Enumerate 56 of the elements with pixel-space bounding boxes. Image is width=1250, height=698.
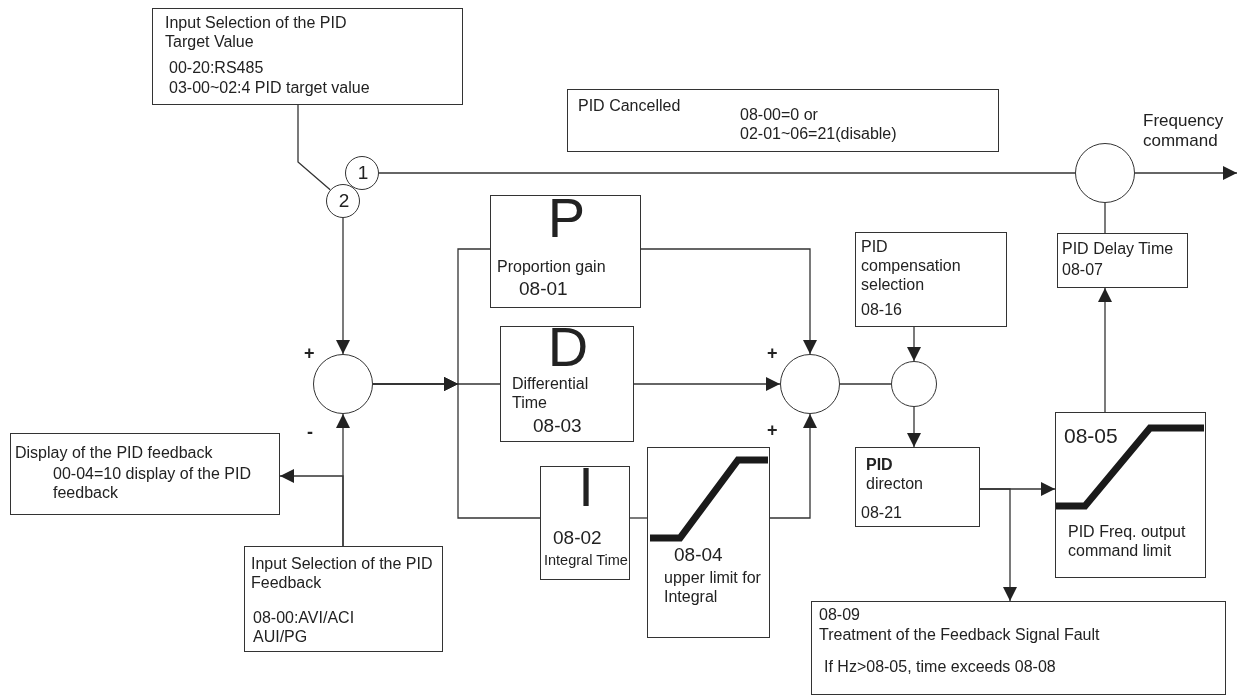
block-box [811,601,1226,695]
box-text: 08-07 [1062,261,1103,280]
sign-label: + [304,343,315,364]
box-text: Differential Time [512,375,590,413]
block-box [855,447,980,527]
term-letter: I [577,459,595,515]
block-box [10,433,280,515]
block-box [567,89,999,152]
box-text: PID compensation selection [861,238,962,295]
box-text: PID Freq. output command limit [1068,523,1187,561]
box-text: Integral Time [544,552,628,570]
box-text: Display of the PID feedback [15,444,213,463]
box-text: Treatment of the Feedback Signal Fault [819,626,1100,645]
summing-junction [891,361,937,407]
block-box [855,232,1007,327]
block-box [540,466,630,580]
box-text: 08-21 [861,504,902,523]
box-text: 08-04 [674,544,723,567]
box-text: 00-04=10 display of the PID feedback [53,465,252,503]
block-box [152,8,463,105]
box-text: 08-16 [861,301,902,320]
block-box [1055,412,1206,578]
box-text: Input Selection of the PID Feedback [251,555,434,593]
summing-junction [1075,143,1135,203]
sign-label: + [767,420,778,441]
block-box [647,447,770,638]
box-text: PID Delay Time [1062,240,1174,259]
box-text: upper limit for Integral [664,569,762,607]
numbered-circle [326,184,360,218]
summing-junction [313,354,373,414]
box-text: 08-05 [1064,424,1118,449]
box-text: 00-20:RS485 [169,59,264,78]
box-text: 08-00=0 or 02-01~06=21(disable) [740,106,898,144]
block-box [244,546,443,652]
box-text: PID Cancelled [578,97,681,116]
circle-number: 1 [356,162,370,185]
block-box [490,195,641,308]
box-text: If Hz>08-05, time exceeds 08-08 [824,658,1056,677]
block-box [1057,233,1188,288]
term-letter: P [546,190,587,246]
box-text: 03-00~02:4 PID target value [169,79,370,98]
term-letter: D [547,319,590,375]
box-text: 08-01 [519,278,568,301]
summing-junction [780,354,840,414]
box-text: 08-02 [553,527,602,550]
circle-number: 2 [337,190,351,213]
box-text: 08-09 [819,606,860,625]
box-text: PID directon [866,456,924,494]
sign-label: + [767,343,778,364]
box-text: Input Selection of the PID Target Value [165,14,348,52]
box-text: Proportion gain [497,258,606,277]
box-text: 08-00:AVI/ACI AUI/PG [253,609,356,647]
box-text: 08-03 [533,415,582,438]
numbered-circle [345,156,379,190]
sign-label: - [307,422,313,443]
block-box [500,326,634,442]
